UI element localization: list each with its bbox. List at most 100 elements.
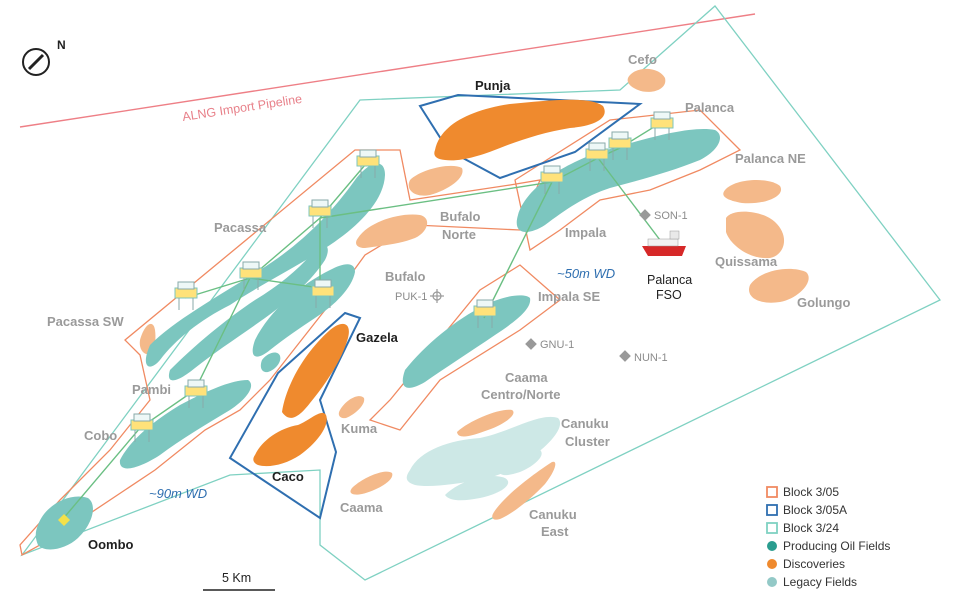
well-nun1-icon [619,350,631,362]
field-pacassa-south [168,245,328,381]
platform-icon [311,279,335,308]
field-canuku-cluster [406,416,561,487]
label-caama: Caama [340,500,383,515]
field-pacassa-north [145,163,385,367]
field-canuku-cluster-b [445,475,509,501]
label-pambi: Pambi [132,382,171,397]
legend: Block 3/05 Block 3/05A Block 3/24 Produc… [766,485,890,589]
legend-item-block-305: Block 3/05 [766,485,839,499]
svg-text:Legacy Fields: Legacy Fields [783,575,857,589]
label-pacassa-sw: Pacassa SW [47,314,124,329]
block-305-outline-south [368,264,562,431]
scale-label: 5 Km [222,571,251,585]
label-bufalo: Bufalo [385,269,426,284]
label-bufalo-norte-1: Bufalo [440,209,481,224]
platform-icon [540,165,564,194]
label-wd-50: ~50m WD [557,266,615,281]
label-impala-se: Impala SE [538,289,600,304]
compass-icon [22,48,50,76]
scale-bar: 5 Km [203,571,275,591]
label-wd-90: ~90m WD [149,486,207,501]
svg-text:Producing Oil Fields: Producing Oil Fields [783,539,890,553]
field-golungo [749,268,809,303]
label-fso-1: Palanca [647,273,692,287]
field-punja-west-tail [408,165,463,196]
label-punja: Punja [475,78,511,93]
svg-text:Block 3/24: Block 3/24 [783,521,839,535]
svg-text:Discoveries: Discoveries [783,557,845,571]
field-impala [516,129,720,232]
field-bufalo-norte [356,214,428,248]
field-canuku-cluster-c [499,449,542,476]
svg-text:Block 3/05: Block 3/05 [783,485,839,499]
legend-item-block-324: Block 3/24 [766,521,839,535]
platform-icon [650,111,674,140]
svg-text:Block 3/05A: Block 3/05A [783,503,847,517]
label-well-puk1: PUK-1 [395,291,427,303]
label-kuma: Kuma [341,421,378,436]
label-gazela: Gazela [356,330,399,345]
label-cefo: Cefo [628,52,657,67]
label-cobo: Cobo [84,428,117,443]
legend-item-producing: Producing Oil Fields [767,539,890,553]
label-quissama: Quissama [715,254,778,269]
field-impala-se [402,295,531,388]
label-pacassa: Pacassa [214,220,267,235]
pipeline-label: ALNG Import Pipeline [181,92,303,124]
platform-icon [239,261,263,290]
field-kuma [338,396,365,419]
platform-icon [608,131,632,160]
label-golungo: Golungo [797,295,850,310]
label-oombo: Oombo [88,537,134,552]
field-palanca-ne [723,180,782,204]
platform-icon [356,149,380,178]
platform-icons [130,111,674,442]
well-puk1-icon [430,289,444,303]
compass-north-label: N [57,38,66,52]
label-palanca-ne: Palanca NE [735,151,806,166]
label-caama-cn-2: Centro/Norte [481,387,560,402]
legend-item-block-305a: Block 3/05A [766,503,847,517]
platform-icon [130,413,154,442]
well-son1-icon [639,209,651,221]
label-canuku-cluster-1: Canuku [561,416,609,431]
label-palanca: Palanca [685,100,735,115]
well-markers [430,209,651,362]
alng-pipeline-line [19,13,756,128]
label-well-gnu1: GNU-1 [540,339,574,351]
oombo-marker-icon [58,514,70,526]
label-well-son1: SON-1 [654,210,688,222]
field-pambi-cobo [119,380,252,469]
block-305-outline [19,149,542,557]
field-caama-centro-norte [457,409,514,437]
field-cefo [627,68,666,92]
field-canuku-east [492,461,556,520]
label-canuku-east-2: East [541,524,569,539]
platform-icon [585,142,609,171]
legend-item-discoveries: Discoveries [767,557,845,571]
label-fso-2: FSO [656,288,682,302]
platform-icon [308,199,332,228]
label-impala: Impala [565,225,607,240]
field-caama [350,471,393,495]
block-324-outline [20,5,941,581]
label-bufalo-norte-2: Norte [442,227,476,242]
field-quissama [726,211,785,259]
platform-icon [473,299,497,328]
flowlines [61,121,663,521]
label-caco: Caco [272,469,304,484]
platform-icon [174,281,198,310]
legend-item-legacy: Legacy Fields [767,575,857,589]
label-well-nun1: NUN-1 [634,352,668,364]
platform-icon [184,379,208,408]
field-bufalo-tail [260,352,281,373]
fso-ship-icon [642,230,686,256]
label-caama-cn-1: Caama [505,370,548,385]
label-canuku-cluster-2: Cluster [565,434,610,449]
field-gazela [282,323,349,418]
field-caco [253,412,327,467]
field-punja [434,99,605,161]
label-canuku-east-1: Canuku [529,507,577,522]
